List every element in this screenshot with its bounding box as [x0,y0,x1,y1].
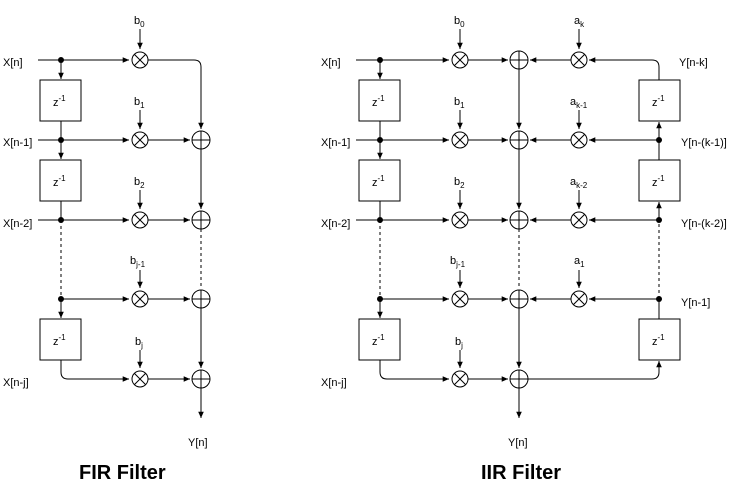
iir-delay-box [358,79,401,122]
fir-filter: X[n] X[n-1] X[n-2] X[n-j] z-1 z-1 z-1 b0… [3,15,211,484]
fir-multiplier [131,131,149,149]
iir-coeff-b-label: b2 [454,176,465,190]
fir-coeff-label: bj [135,336,143,350]
iir-multiplier [451,51,469,69]
fir-delay-label: z-1 [53,333,66,348]
iir-feedback-label: Y[n-1] [681,297,710,309]
iir-delay-label: z-1 [652,174,665,189]
iir-feedback-label: Y[n-k] [679,57,708,69]
fir-coeff-label: b0 [134,15,145,29]
fir-output-label: Y[n] [188,437,208,449]
fir-adder [191,369,211,389]
fir-tap-wire [60,360,129,382]
iir-coeff-a-label: ak [574,15,585,29]
iir-coeff-a-label: a1 [574,255,585,269]
iir-filter: X[n] X[n-1] X[n-2] X[n-j] z-1 z-1 z-1 b0… [321,15,727,484]
iir-feedback-delay-box [638,159,681,202]
iir-feedback-multiplier [570,211,588,229]
fir-title: FIR Filter [79,462,166,484]
iir-multiplier [451,370,469,388]
iir-delay-label: z-1 [652,94,665,109]
iir-feedback-label: Y[n-(k-1)] [681,137,727,149]
iir-adder [509,210,529,230]
iir-input-label: X[n-j] [321,377,347,389]
iir-feedback-wire [589,57,660,80]
fir-input-label: X[n] [3,57,23,69]
iir-coeff-b-label: bj [455,336,463,350]
iir-coeff-b-label: b0 [454,15,465,29]
fir-input-label: X[n-j] [3,377,29,389]
fir-multiplier [131,370,149,388]
iir-feedback-delay-box [638,79,681,122]
fir-multiplier [131,51,149,69]
iir-output-label: Y[n] [508,437,528,449]
fir-input-label: X[n-1] [3,137,32,149]
iir-coeff-b-label: bj-1 [450,255,466,269]
fir-coeff-label: b1 [134,96,145,110]
iir-coeff-a-label: ak-2 [570,176,588,190]
fir-delay-label: z-1 [53,174,66,189]
iir-feedback-label: Y[n-(k-2)] [681,218,727,230]
iir-feedback-multiplier [570,290,588,308]
iir-delay-label: z-1 [372,94,385,109]
iir-delay-label: z-1 [652,333,665,348]
iir-input-label: X[n] [321,57,341,69]
fir-coeff-label: bj-1 [130,255,146,269]
iir-delay-box [358,318,401,361]
fir-delay-label: z-1 [53,94,66,109]
iir-feedback-multiplier [570,131,588,149]
fir-multiplier [131,211,149,229]
fir-delay-box [39,318,82,361]
iir-multiplier [451,290,469,308]
iir-coeff-b-label: b1 [454,96,465,110]
fir-adder [191,210,211,230]
iir-multiplier [451,211,469,229]
iir-adder [509,130,529,150]
iir-feedback-multiplier [570,51,588,69]
fir-adder [191,130,211,150]
iir-title: IIR Filter [481,462,561,484]
fir-multiplier [131,290,149,308]
iir-coeff-a-label: ak-1 [570,96,588,110]
fir-delay-box [39,79,82,122]
iir-delay-box [358,159,401,202]
iir-tap-wire [379,360,449,382]
iir-input-label: X[n-1] [321,137,350,149]
iir-delay-label: z-1 [372,174,385,189]
fir-sum-wire [148,59,204,129]
iir-feedback-delay-box [638,318,681,361]
fir-coeff-label: b2 [134,176,145,190]
iir-delay-label: z-1 [372,333,385,348]
fir-adder [191,289,211,309]
iir-feedback-wire [528,361,662,380]
iir-adder [509,50,529,70]
iir-multiplier [451,131,469,149]
iir-input-label: X[n-2] [321,218,350,230]
fir-input-label: X[n-2] [3,218,32,230]
iir-adder [509,289,529,309]
iir-adder [509,369,529,389]
